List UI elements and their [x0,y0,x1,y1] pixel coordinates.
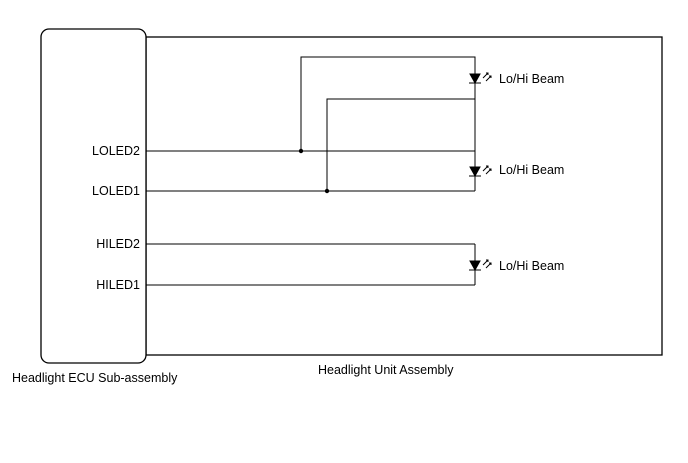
pin-label-loled1: LOLED1 [92,184,140,198]
ecu-sub-assembly-box [40,28,147,364]
led-label-top: Lo/Hi Beam [499,72,564,86]
pin-label-loled2: LOLED2 [92,144,140,158]
ecu-label: Headlight ECU Sub-assembly [12,371,178,385]
led-symbol-bottom [469,259,492,272]
wire-branch-loled1 [326,98,475,191]
headlight-unit-assembly-box [145,36,663,356]
led-symbol-middle [469,165,492,178]
led-label-middle: Lo/Hi Beam [499,163,564,177]
wiring [146,56,476,286]
pin-label-hiled2: HILED2 [96,237,140,251]
unit-label: Headlight Unit Assembly [318,363,454,377]
junction-dot [298,148,304,154]
led-label-bottom: Lo/Hi Beam [499,259,564,273]
junction-dot [324,188,330,194]
led-symbol-top [469,72,492,85]
wire-branch-loled2 [300,56,476,191]
pin-label-hiled1: HILED1 [96,278,140,292]
